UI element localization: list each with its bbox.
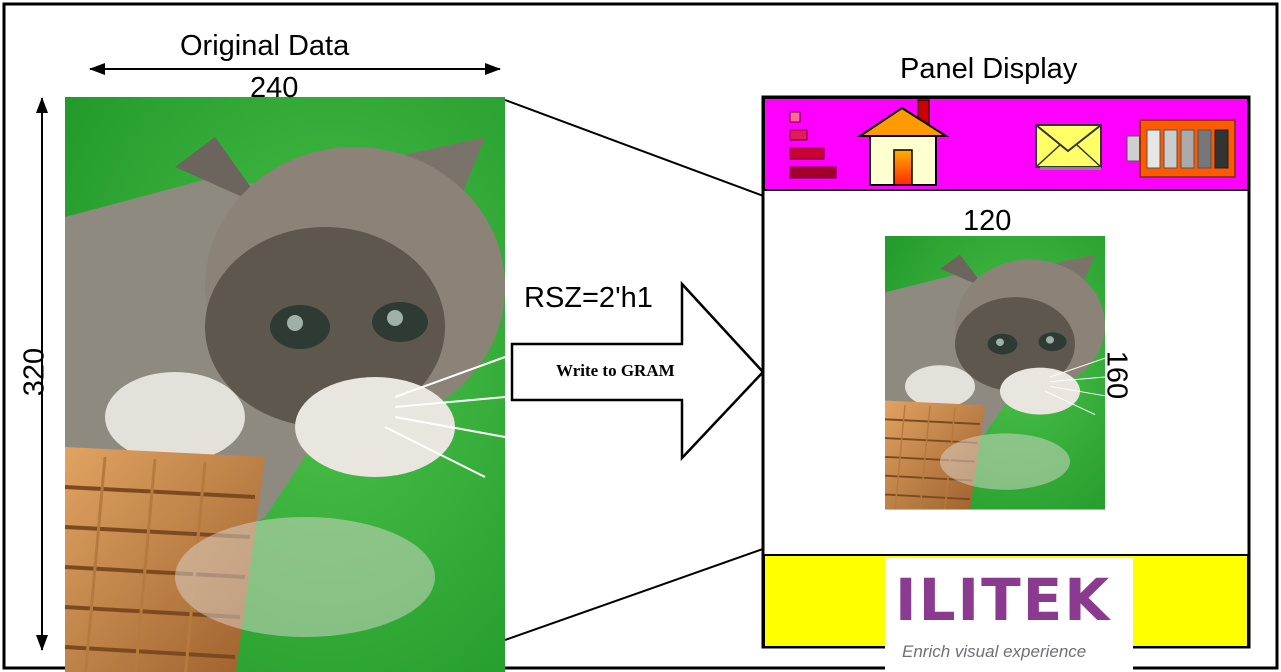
logo-box <box>885 558 1133 670</box>
ilitek-logo: ILITEK <box>895 566 1112 634</box>
battery-icon <box>1126 119 1236 178</box>
signal-icon <box>789 111 837 179</box>
panel-width-label: 120 <box>963 205 1012 237</box>
write-gram-label: Write to GRAM <box>556 361 675 380</box>
mail-icon <box>1035 124 1102 170</box>
panel-title: Panel Display <box>900 53 1078 85</box>
resized-image <box>884 235 1106 511</box>
original-height-label: 320 <box>18 347 51 397</box>
original-title: Original Data <box>180 30 350 62</box>
original-image <box>63 95 507 672</box>
logo-tagline: Enrich visual experience <box>902 642 1087 661</box>
write-arrow <box>510 280 765 462</box>
home-icon <box>856 99 950 186</box>
register-label: RSZ=2'h1 <box>524 282 653 314</box>
original-width-label: 240 <box>250 72 299 104</box>
panel-height-label: 160 <box>1100 350 1133 400</box>
